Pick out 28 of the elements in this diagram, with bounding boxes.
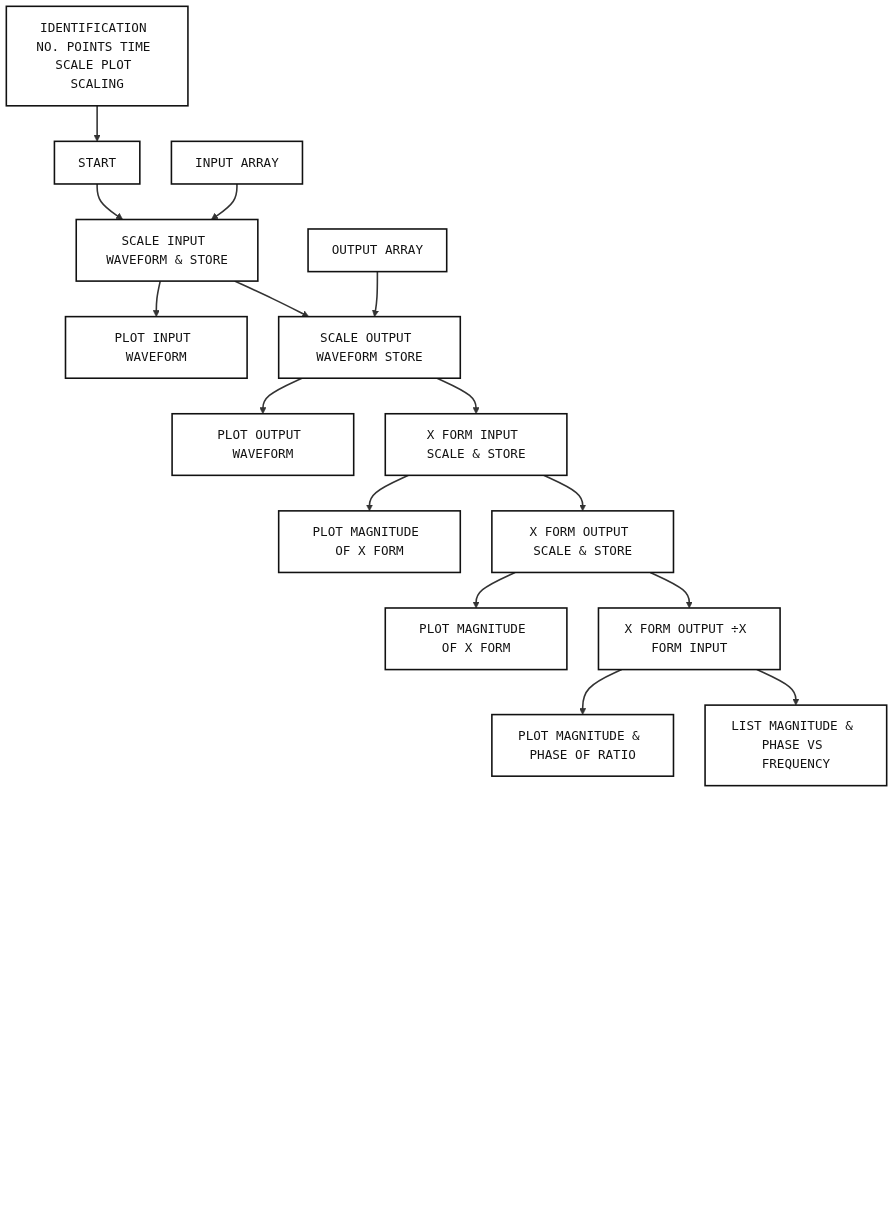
node-box: SCALE INPUT WAVEFORM & STORE xyxy=(75,218,259,282)
node-box: X FORM OUTPUT SCALE & STORE xyxy=(491,510,675,574)
arrow xyxy=(436,377,480,415)
node-box: PLOT MAGNITUDE OF X FORM xyxy=(277,510,462,574)
arrow xyxy=(579,668,623,715)
arrow xyxy=(93,105,101,142)
node-box: INPUT ARRAY xyxy=(170,140,304,185)
arrow xyxy=(756,668,800,706)
arrow xyxy=(372,270,379,317)
node-box: X FORM OUTPUT ÷X FORM INPUT xyxy=(597,607,781,671)
arrow xyxy=(472,571,516,609)
node-box: PLOT MAGNITUDE & PHASE OF RATIO xyxy=(491,713,675,777)
node-box: START xyxy=(53,140,141,185)
arrow xyxy=(542,474,587,512)
node-box: PLOT INPUT WAVEFORM xyxy=(64,315,248,379)
arrow xyxy=(259,377,303,415)
arrow xyxy=(211,183,238,220)
node-box: IDENTIFICATION NO. POINTS TIME SCALE PLOT SCALING xyxy=(5,5,189,107)
arrow xyxy=(96,183,123,220)
node-box: X FORM INPUT SCALE & STORE xyxy=(384,412,568,477)
arrow xyxy=(649,571,693,609)
arrow xyxy=(152,280,161,317)
node-box: LIST MAGNITUDE & PHASE VS FREQUENCY xyxy=(704,704,888,787)
node-box: SCALE OUTPUT WAVEFORM STORE xyxy=(277,315,462,379)
node-box: PLOT OUTPUT WAVEFORM xyxy=(171,412,355,477)
node-box: PLOT MAGNITUDE OF X FORM xyxy=(384,607,568,671)
arrow xyxy=(366,474,410,512)
node-box: OUTPUT ARRAY xyxy=(307,228,448,273)
